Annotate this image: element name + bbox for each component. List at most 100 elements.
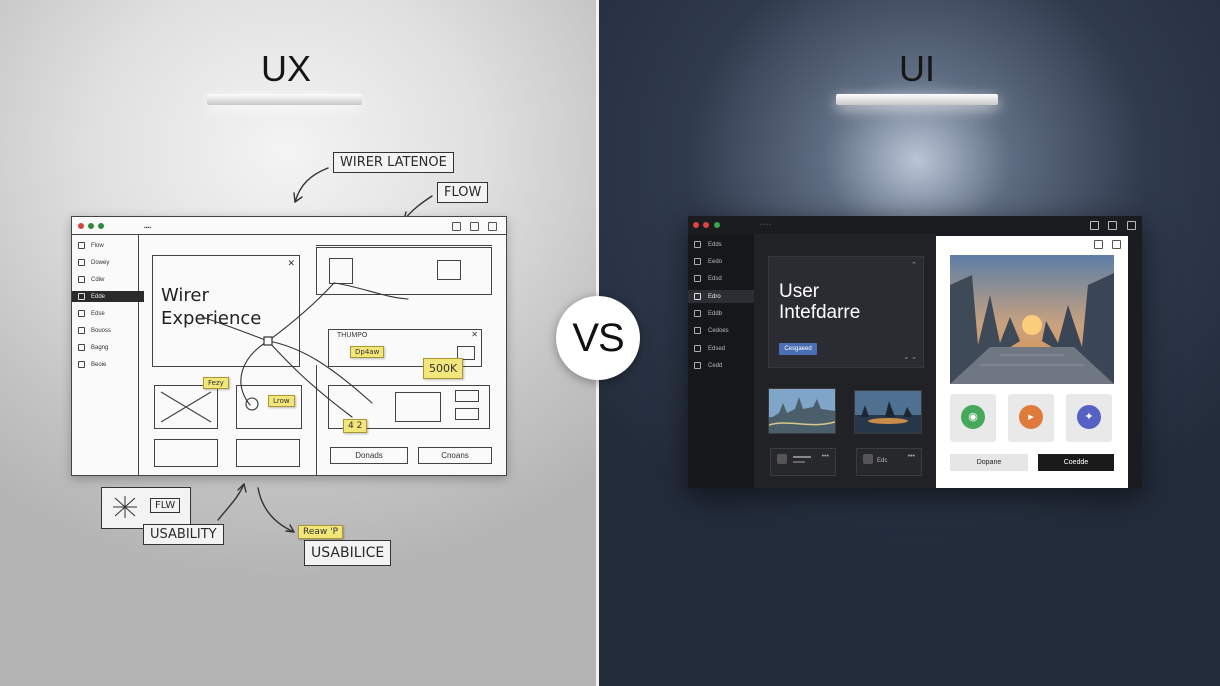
ux-wireframe-window: ▪▪▪▪ Flow Dowey Cdiw Edde Edse Bouoss Ba… — [71, 216, 507, 476]
sidebar-item[interactable]: Edds — [694, 241, 722, 248]
sidebar-item[interactable]: Eddb — [694, 310, 722, 317]
doc-icon — [78, 259, 85, 266]
city-dusk-image — [855, 391, 921, 433]
chevron-up-icon[interactable]: ⌃ — [911, 262, 917, 269]
play-tile[interactable]: ▸ — [1008, 394, 1054, 442]
doc-icon — [694, 345, 701, 352]
wf-sidebar-item[interactable]: Edse — [78, 310, 105, 317]
wf-hero-box: Wirer Experience ✕ — [152, 255, 300, 367]
wf-sidebar-item[interactable]: Cdiw — [78, 276, 104, 283]
wf-sidebar-item[interactable]: Flow — [78, 242, 104, 249]
city-dusk-thumbnail[interactable] — [854, 390, 922, 434]
wf-sidebar-item[interactable]: Bagng — [78, 344, 108, 351]
window-icon[interactable] — [452, 222, 461, 231]
maximize-dot-icon[interactable] — [98, 223, 104, 229]
badge-icon: ✦ — [1077, 405, 1101, 429]
doc-sketch-icon — [329, 258, 353, 284]
edit-icon[interactable] — [1108, 221, 1117, 230]
wf-sidebar-item[interactable]: Bouoss — [78, 327, 111, 334]
sidebar-item-active[interactable]: Edro — [688, 290, 754, 304]
close-x-icon[interactable]: ✕ — [287, 258, 295, 268]
text-line — [793, 461, 805, 463]
annotation-flw: FLW — [150, 498, 181, 513]
maximize-dot-icon[interactable] — [714, 222, 720, 228]
doc-icon — [694, 327, 701, 334]
doc-icon — [78, 310, 85, 317]
sidebar-item[interactable]: Cedoes — [694, 327, 729, 334]
doc-icon — [694, 362, 701, 369]
doc-icon — [694, 258, 701, 265]
mini-card[interactable]: Edc ••• — [856, 448, 922, 476]
close-x-icon[interactable]: ✕ — [471, 330, 478, 339]
wf-sidebar-item-active[interactable]: Edde — [72, 291, 144, 303]
ui-main-light: ◉ ▸ ✦ Dopane Coedde — [936, 236, 1128, 488]
annotation-usability: USABILITY — [143, 524, 224, 545]
wf-feature-box — [316, 247, 492, 295]
wf-icon-box — [236, 439, 300, 467]
wf-sidebar-item[interactable]: Dowey — [78, 259, 109, 266]
more-icon[interactable]: ••• — [907, 453, 915, 460]
sidebar-item[interactable]: Cedd — [694, 362, 722, 369]
city-river-thumbnail[interactable] — [768, 388, 836, 434]
ux-sketch-arrows — [217, 167, 433, 533]
image-sketch-icon — [457, 346, 475, 360]
wf-toolbar-divider — [72, 234, 506, 235]
wf-sidebar: Flow Dowey Cdiw Edde Edse Bouoss Bagng B… — [72, 235, 144, 475]
wf-card-box — [236, 385, 302, 429]
wf-sidebar-item[interactable]: Beoie — [78, 361, 106, 368]
hero-title-line1: User — [779, 281, 820, 302]
share-icon[interactable] — [488, 222, 497, 231]
minimize-dot-icon[interactable] — [88, 223, 94, 229]
wf-flow-lines — [201, 282, 409, 418]
share-icon[interactable] — [1112, 240, 1121, 249]
chat-icon: ◉ — [961, 405, 985, 429]
ui-sidebar: Edds Eedo Edsd Edro Eddb Cedoes Edsed Ce… — [688, 234, 754, 488]
sticky-note: Dp4aw — [350, 346, 385, 358]
address-bar: ▫ ▫ ▫ ▫ — [760, 222, 772, 228]
ux-lamp — [207, 94, 362, 105]
doc-icon — [78, 293, 85, 300]
doc-icon — [694, 310, 701, 317]
sidebar-item[interactable]: Edsd — [694, 275, 722, 282]
close-dot-icon[interactable] — [78, 223, 84, 229]
image-placeholder-icon — [160, 391, 212, 423]
doc-icon — [78, 361, 85, 368]
wf-list-thumb — [395, 392, 441, 422]
sidebar-item[interactable]: Edsed — [694, 345, 725, 352]
doc-icon — [694, 275, 701, 282]
minimize-dot-icon[interactable] — [703, 222, 709, 228]
sidebar-item[interactable]: Eedo — [694, 258, 722, 265]
edit-icon[interactable] — [470, 222, 479, 231]
wf-thumpo-label: THUMPO — [337, 332, 368, 339]
play-icon: ▸ — [1019, 405, 1043, 429]
sticky-note: Fezy — [203, 377, 229, 389]
wf-list-box — [328, 385, 490, 429]
ui-main-dark: User Intefdarre Cesgaeed ⌃ ⌄ ⌄ — [754, 234, 936, 488]
mini-card[interactable]: ••• — [770, 448, 836, 476]
skyline-photo[interactable] — [950, 255, 1114, 384]
share-icon[interactable] — [1127, 221, 1136, 230]
chevron-down-icon[interactable]: ⌄ ⌄ — [903, 354, 917, 361]
vs-badge: VS — [556, 296, 640, 380]
more-icon[interactable]: ••• — [821, 453, 829, 460]
wf-cnoans-button[interactable]: Cnoans — [418, 447, 492, 464]
flow-icon — [78, 242, 85, 249]
ux-panel: UX WIRER LATENOE FLOW ▪▪▪▪ Flow Dowey Cd… — [0, 0, 596, 686]
window-icon[interactable] — [1090, 221, 1099, 230]
doc-icon — [78, 276, 85, 283]
wf-list-tag — [455, 408, 479, 420]
star-tile[interactable]: ✦ — [1066, 394, 1112, 442]
coedde-button[interactable]: Coedde — [1038, 454, 1114, 471]
sticky-note: 4 2 — [343, 419, 368, 433]
dopane-button[interactable]: Dopane — [950, 454, 1028, 471]
wf-donads-button[interactable]: Donads — [330, 447, 408, 464]
close-dot-icon[interactable] — [693, 222, 699, 228]
chat-tile[interactable]: ◉ — [950, 394, 996, 442]
ux-heading: UX — [261, 48, 312, 89]
flow-icon — [694, 241, 701, 248]
window-icon[interactable] — [1094, 240, 1103, 249]
hero-cta-button[interactable]: Cesgaeed — [779, 343, 817, 355]
sticky-note: Lrow — [268, 395, 295, 407]
sticky-note: Reaw 'P — [298, 525, 344, 539]
wf-list-tag — [455, 390, 479, 402]
